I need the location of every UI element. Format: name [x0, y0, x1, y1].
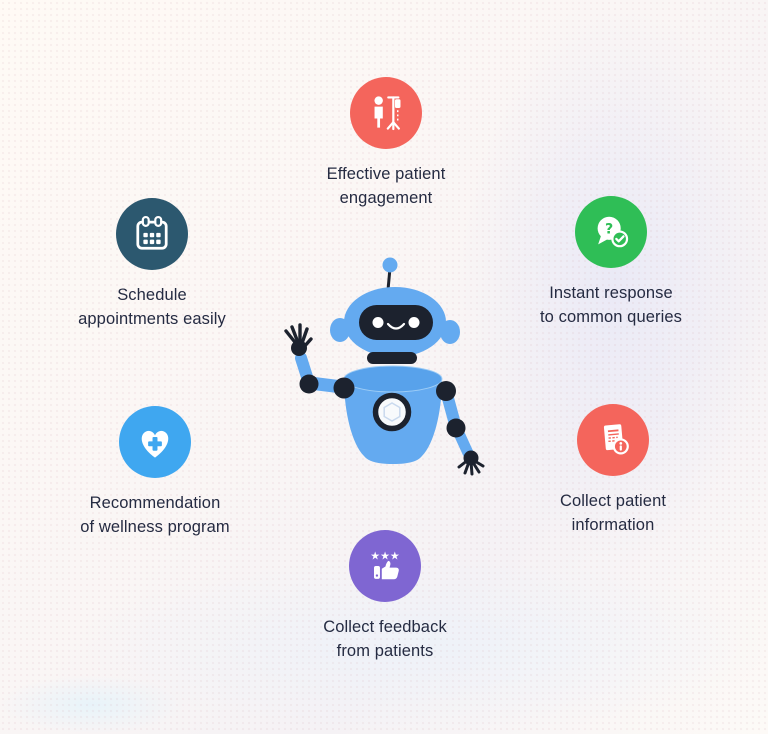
- feedback-stars-icon: ★★★: [349, 530, 421, 602]
- feature-label: Schedule appointments easily: [78, 286, 226, 328]
- feature-label: Effective patient engagement: [326, 165, 446, 207]
- feature-schedule-appointments: Schedule appointments easily: [42, 198, 262, 331]
- feature-collect-patient-information: Collect patient information: [503, 404, 723, 537]
- svg-text:★★★: ★★★: [370, 550, 400, 563]
- waving-robot-illustration: [284, 257, 485, 476]
- feature-label: Recommendation of wellness program: [80, 494, 230, 536]
- patient-iv-icon: [350, 77, 422, 149]
- feature-effective-patient-engagement: Effective patient engagement: [276, 77, 496, 210]
- feature-instant-response: ? Instant response to common queries: [501, 196, 721, 329]
- feature-wellness-recommendation: Recommendation of wellness program: [45, 406, 265, 539]
- robot-right-hand: [457, 450, 485, 476]
- document-info-icon: [577, 404, 649, 476]
- feature-label: Collect feedback from patients: [323, 618, 447, 660]
- feature-label: Collect patient information: [559, 492, 667, 534]
- feature-collect-feedback: ★★★ Collect feedback from patients: [275, 530, 495, 663]
- feature-label: Instant response to common queries: [539, 284, 682, 326]
- calendar-icon: [116, 198, 188, 270]
- heart-cross-icon: [119, 406, 191, 478]
- robot-left-hand: [284, 323, 313, 356]
- svg-text:?: ?: [605, 221, 613, 237]
- chat-question-icon: ?: [575, 196, 647, 268]
